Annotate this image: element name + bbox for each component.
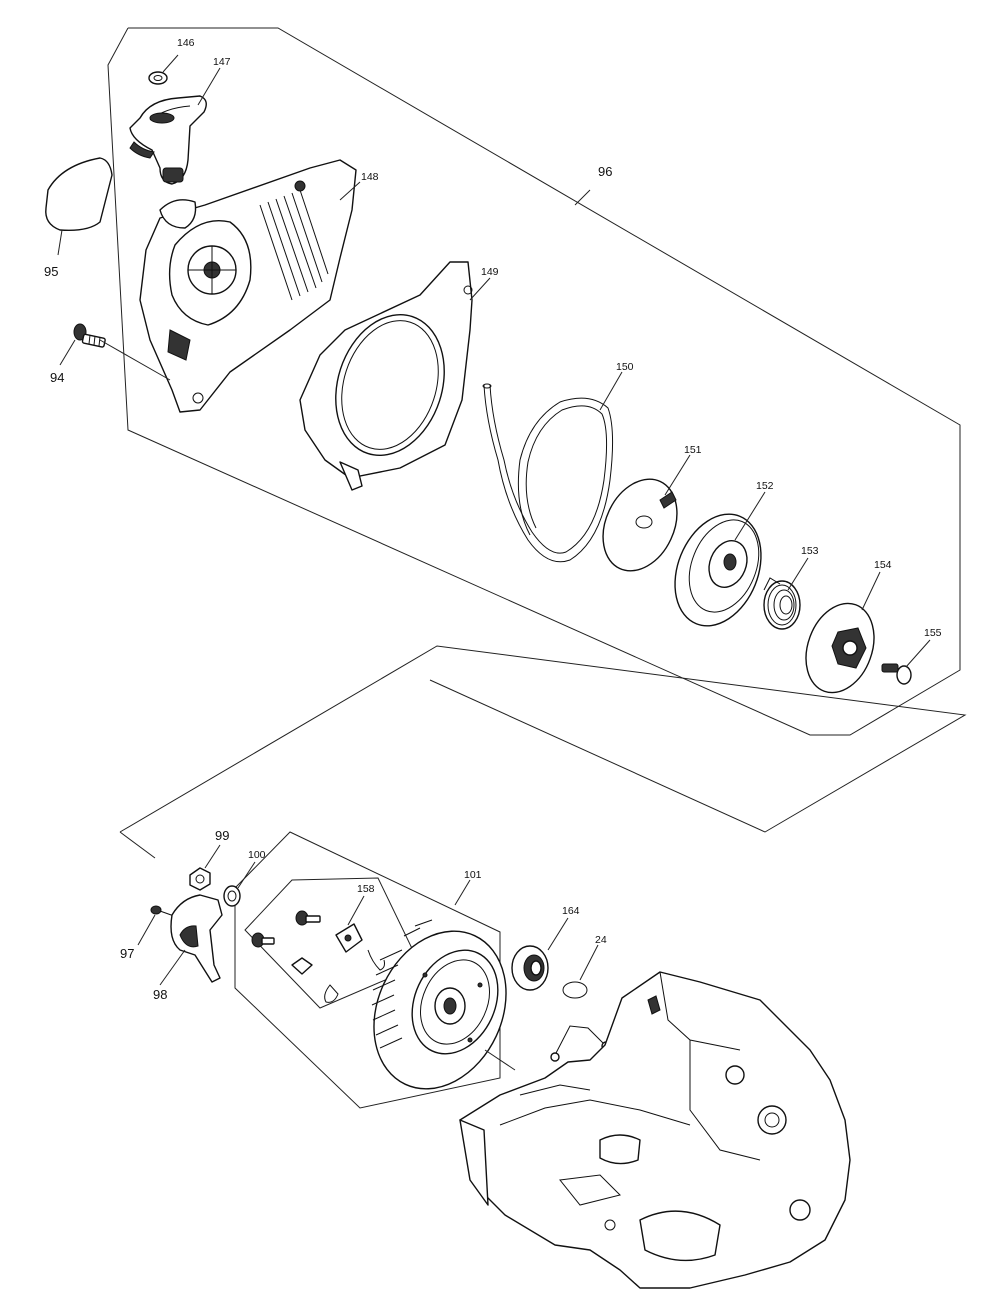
screw-set-frame bbox=[244, 877, 421, 1009]
label-95: 95 bbox=[44, 264, 58, 279]
recoil-spring-153 bbox=[763, 577, 801, 630]
label-155: 155 bbox=[924, 627, 942, 639]
label-94: 94 bbox=[50, 370, 64, 385]
starter-rope-150 bbox=[482, 383, 614, 563]
spring-cover-plate-151 bbox=[602, 478, 678, 572]
upper-assembly-frame bbox=[107, 27, 961, 736]
screw-94 bbox=[73, 323, 106, 348]
label-153: 153 bbox=[801, 545, 819, 557]
starter-housing-148 bbox=[139, 159, 357, 413]
screw-97 bbox=[150, 905, 175, 917]
label-101: 101 bbox=[464, 869, 482, 881]
label-154: 154 bbox=[874, 559, 892, 571]
screw-155 bbox=[881, 663, 912, 685]
label-147: 147 bbox=[213, 56, 231, 68]
flywheel-101 bbox=[371, 919, 507, 1090]
label-24: 24 bbox=[595, 934, 607, 946]
label-152: 152 bbox=[756, 480, 774, 492]
nut-99 bbox=[189, 867, 211, 891]
label-151: 151 bbox=[684, 444, 702, 456]
starter-pulley-154 bbox=[805, 602, 875, 694]
starter-handle-147 bbox=[129, 95, 207, 185]
label-sticker-95 bbox=[45, 157, 113, 232]
part-labels: 146 147 148 149 150 151 152 153 154 155 … bbox=[44, 37, 942, 1002]
label-96: 96 bbox=[598, 164, 612, 179]
label-149: 149 bbox=[481, 266, 499, 278]
label-148: 148 bbox=[361, 171, 379, 183]
crankcase-housing bbox=[459, 971, 851, 1289]
oil-seal-164 bbox=[511, 945, 549, 991]
connector-frame bbox=[119, 645, 967, 833]
washer-146 bbox=[148, 71, 168, 85]
label-146: 146 bbox=[177, 37, 195, 49]
label-100: 100 bbox=[248, 849, 266, 861]
rope-reel-152 bbox=[674, 513, 762, 627]
label-99: 99 bbox=[215, 828, 229, 843]
label-164: 164 bbox=[562, 905, 580, 917]
ignition-coil-98 bbox=[170, 894, 223, 983]
leader-lines bbox=[57, 54, 931, 1071]
label-97: 97 bbox=[120, 946, 134, 961]
label-158: 158 bbox=[357, 883, 375, 895]
fan-cover-149 bbox=[299, 261, 473, 491]
washer-100 bbox=[223, 885, 241, 907]
label-98: 98 bbox=[153, 987, 167, 1002]
screw-set-158-parts bbox=[251, 910, 385, 1003]
label-150: 150 bbox=[616, 361, 634, 373]
